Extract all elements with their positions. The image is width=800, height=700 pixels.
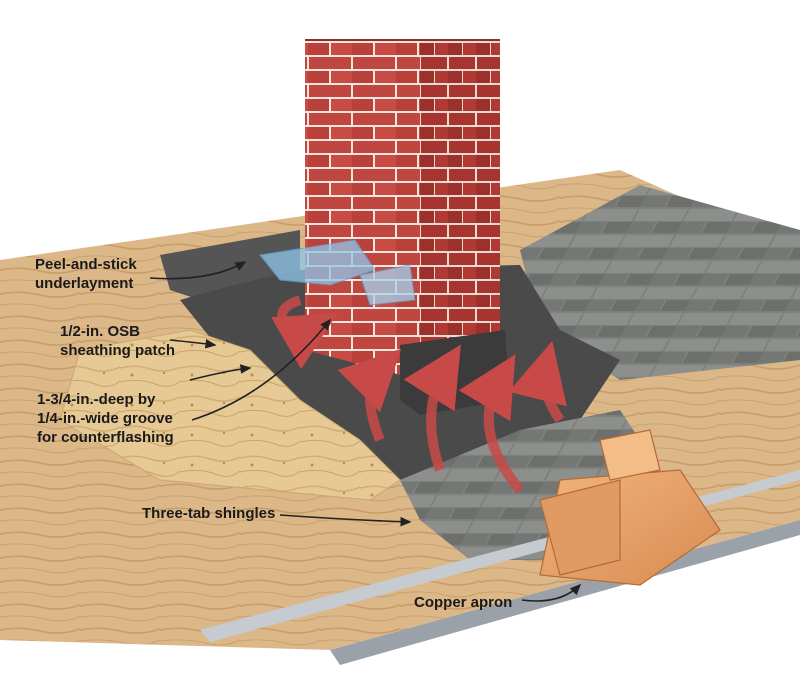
label-osb-line1: 1/2-in. OSB xyxy=(60,323,141,340)
leader-osb xyxy=(169,338,217,349)
chimney-side xyxy=(420,40,500,380)
label-counterflashing-groove: 1-3/4-in.-deep by 1/4-in.-wide groove fo… xyxy=(37,390,174,447)
leader-shingles xyxy=(279,514,412,527)
upper-shingles xyxy=(520,185,800,380)
leader-groove-osb xyxy=(189,364,252,381)
osb-sheathing-patch xyxy=(59,329,401,501)
label-three-tab-shingles: Three-tab shingles xyxy=(142,504,275,523)
leader-underlayment xyxy=(149,261,247,280)
label-osb-line2: sheathing patch xyxy=(60,342,176,359)
label-underlayment-line2: underlayment xyxy=(35,275,134,292)
step-flashing xyxy=(259,239,416,306)
label-groove-line2: 1/4-in.-wide groove xyxy=(37,410,173,427)
label-apron-line1: Copper apron xyxy=(414,594,513,611)
label-osb-sheathing-patch: 1/2-in. OSB sheathing patch xyxy=(60,322,175,360)
label-copper-apron: Copper apron xyxy=(414,593,512,612)
label-underlayment-line1: Peel-and-stick xyxy=(35,256,137,273)
leader-groove xyxy=(191,318,331,421)
label-groove-line3: for counterflashing xyxy=(37,429,174,446)
label-groove-line1: 1-3/4-in.-deep by xyxy=(37,391,156,408)
copper-apron xyxy=(539,429,721,586)
leader-apron xyxy=(521,583,582,602)
label-shingles-line1: Three-tab shingles xyxy=(142,505,276,522)
flow-arrows xyxy=(270,295,567,494)
label-peel-and-stick-underlayment: Peel-and-stick underlayment xyxy=(35,255,137,293)
leader-lines xyxy=(149,261,582,602)
